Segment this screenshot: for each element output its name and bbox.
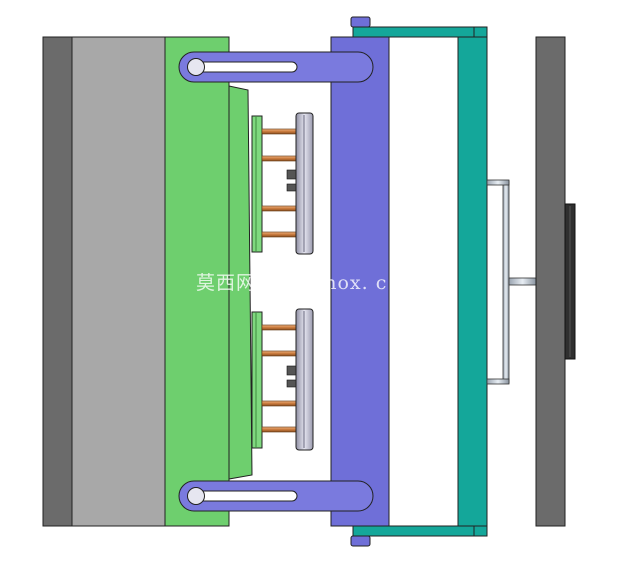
left-clamp-plate: [42, 36, 73, 527]
lower-link-arm: [178, 480, 374, 512]
upper-ejector-pins: [261, 128, 297, 238]
frame-top-rail: [352, 26, 488, 38]
upper-link-arm: [178, 51, 374, 83]
upper-part-details: [286, 169, 297, 192]
bottom-pin-head: [350, 535, 371, 547]
cavity-insert: [228, 85, 253, 480]
top-pin-head: [350, 16, 371, 28]
right-clamp-plate: [535, 36, 566, 527]
moving-plate: [330, 36, 390, 527]
frame-right-bar: [457, 36, 488, 527]
lower-ejector-pins: [261, 324, 297, 433]
ejector-rod: [486, 179, 537, 385]
fixed-plate: [164, 36, 230, 527]
frame-bottom-rail: [352, 525, 488, 537]
frame-inner-space: [388, 36, 459, 527]
lower-part-details: [286, 365, 297, 388]
watermark-text: 莫西网 dmox. c: [196, 272, 388, 294]
lower-core-block: [251, 311, 263, 449]
upper-core-block: [251, 115, 263, 253]
spacer-block: [71, 36, 166, 527]
